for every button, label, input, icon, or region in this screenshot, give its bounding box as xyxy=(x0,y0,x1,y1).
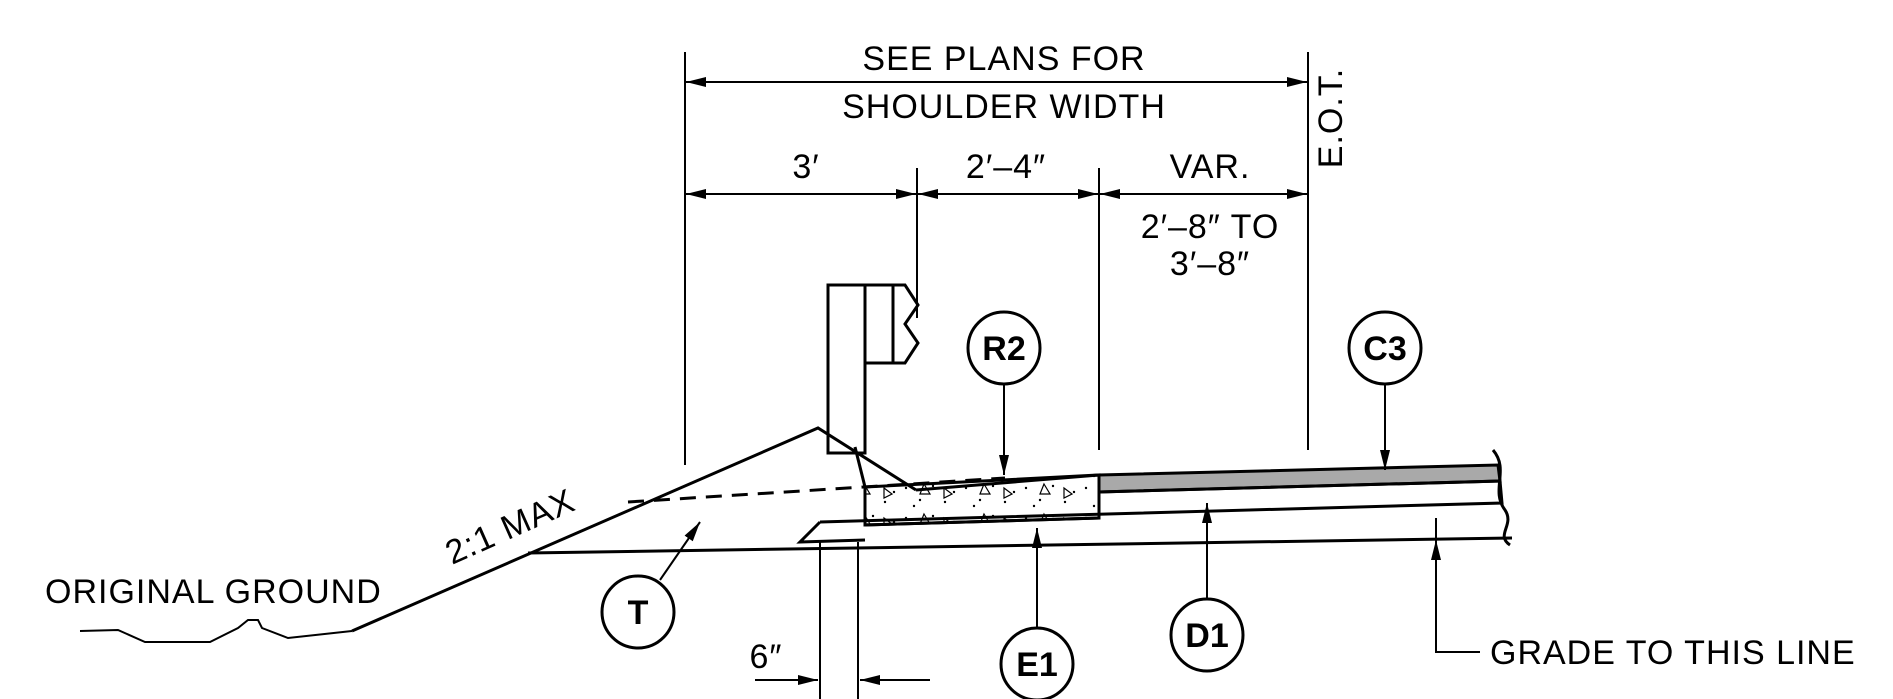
callout-e1-text: E1 xyxy=(1016,646,1058,684)
callout-t-leader xyxy=(659,521,701,581)
callout-t-text: T xyxy=(628,594,649,632)
embankment-slope xyxy=(351,426,917,633)
slope-label: 2:1 MAX xyxy=(440,482,581,573)
subgrade-line xyxy=(527,536,1513,555)
original-ground-label: ORIGINAL GROUND xyxy=(45,573,382,611)
guardrail-w-beam xyxy=(893,283,920,365)
pavement-break-line xyxy=(1491,449,1511,547)
shoulder-width-line1: SEE PLANS FOR xyxy=(862,40,1145,78)
callout-r2-text: R2 xyxy=(982,330,1025,368)
guardrail-post xyxy=(826,283,867,455)
callout-c3-text: C3 xyxy=(1363,330,1406,368)
base-bottom-line xyxy=(864,516,1100,527)
aggregate-base-layer xyxy=(796,520,866,544)
original-ground-line xyxy=(79,619,353,643)
curb-top-edge xyxy=(915,473,1100,492)
dim-3ft-label: 3′ xyxy=(792,148,819,186)
dim-var-label: VAR. xyxy=(1170,148,1251,186)
callout-e1: E1 xyxy=(999,528,1075,699)
callout-r2: R2 xyxy=(966,310,1042,475)
var-range-line1: 2′–8″ TO xyxy=(1141,208,1280,246)
guardrail-blockout xyxy=(863,283,895,365)
callout-d1-text: D1 xyxy=(1185,617,1228,655)
dim-2ft4-label: 2′–4″ xyxy=(966,148,1046,186)
callout-d1: D1 xyxy=(1169,503,1245,673)
base-layer xyxy=(819,479,1504,524)
callout-t-circle xyxy=(600,574,676,650)
eot-label: E.O.T. xyxy=(1312,68,1350,168)
var-range-line2: 3′–8″ xyxy=(1170,245,1250,283)
topsoil-dashed-line xyxy=(627,476,1006,504)
shoulder-width-line2: SHOULDER WIDTH xyxy=(842,88,1166,126)
callout-t: T xyxy=(600,521,701,650)
callout-c3: C3 xyxy=(1347,310,1423,470)
grade-line-label: GRADE TO THIS LINE xyxy=(1490,634,1856,672)
dim-6in-label: 6″ xyxy=(750,638,783,676)
curb-face xyxy=(853,446,867,488)
